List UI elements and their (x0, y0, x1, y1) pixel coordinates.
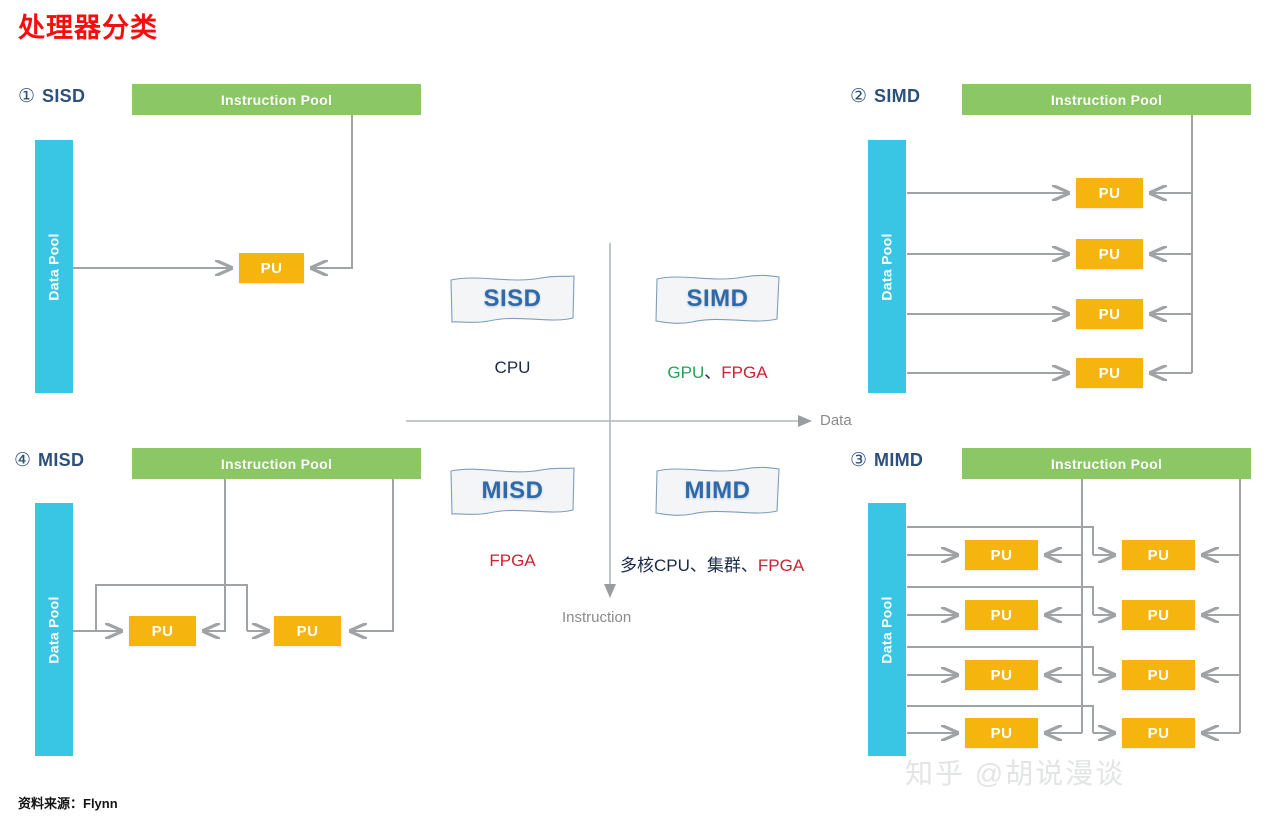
pu-box: PU (1076, 358, 1143, 388)
instruction-pool-mimd: Instruction Pool (962, 448, 1251, 479)
data-pool-label: Data Pool (879, 232, 896, 301)
pu-box: PU (965, 600, 1038, 630)
pu-box: PU (1122, 600, 1195, 630)
circled-number-icon: ③ (850, 449, 868, 471)
pu-box: PU (239, 253, 304, 283)
axis-label-data: Data (820, 412, 852, 429)
example-multicore-cpu: 多核CPU、集群、 (620, 556, 758, 575)
torn-paper-shape (655, 466, 780, 516)
pu-box: PU (1076, 299, 1143, 329)
center-card-label: MISD (481, 477, 544, 504)
pu-box: PU (1076, 178, 1143, 208)
circled-number-icon: ① (18, 85, 36, 107)
quadrant-label-misd: MISD (38, 450, 85, 470)
example-fpga: FPGA (489, 551, 536, 570)
data-pool-label: Data Pool (46, 232, 63, 301)
example-fpga: FPGA (721, 363, 768, 382)
pu-box: PU (1122, 718, 1195, 748)
circled-number-icon: ④ (14, 449, 32, 471)
center-card-mimd: MIMD (654, 464, 781, 518)
center-card-misd: MISD (449, 464, 576, 518)
quadrant-label-simd: SIMD (874, 86, 921, 106)
wires-simd (907, 115, 1193, 420)
pu-box: PU (274, 616, 341, 646)
data-pool-mimd: Data Pool (868, 503, 906, 756)
pu-box: PU (1122, 540, 1195, 570)
center-sub-simd: GPU、FPGA (654, 358, 781, 383)
circled-number-icon: ② (850, 85, 868, 107)
example-gpu: GPU (667, 363, 705, 382)
watermark: 知乎 @胡说漫谈 (905, 758, 1126, 789)
quadrant-heading-simd: ② SIMD (850, 86, 920, 107)
instruction-pool-simd: Instruction Pool (962, 84, 1251, 115)
quadrant-heading-sisd: ① SISD (18, 86, 85, 107)
data-pool-label: Data Pool (46, 595, 63, 664)
torn-paper-shape (655, 274, 780, 324)
data-pool-sisd: Data Pool (35, 140, 73, 393)
data-pool-misd: Data Pool (35, 503, 73, 756)
center-card-simd: SIMD (654, 272, 781, 326)
torn-paper-shape (450, 275, 575, 323)
quadrant-heading-misd: ④ MISD (14, 450, 84, 471)
center-card-label: SIMD (686, 285, 749, 312)
example-fpga: FPGA (757, 556, 805, 575)
pu-box: PU (965, 718, 1038, 748)
center-sub-sisd: CPU (449, 358, 576, 378)
source-note: 资料来源：Flynn (18, 796, 118, 811)
instruction-pool-misd: Instruction Pool (132, 448, 421, 479)
quadrant-label-sisd: SISD (42, 86, 86, 106)
page-title: 处理器分类 (18, 13, 158, 43)
quadrant-heading-mimd: ③ MIMD (850, 450, 923, 471)
pu-box: PU (1122, 660, 1195, 690)
example-separator: 、 (704, 363, 722, 382)
pu-box: PU (965, 660, 1038, 690)
center-sub-mimd: 多核CPU、集群、FPGA (620, 551, 840, 576)
example-cpu: CPU (494, 358, 531, 377)
pu-box: PU (965, 540, 1038, 570)
data-pool-simd: Data Pool (868, 140, 906, 393)
pu-box: PU (1076, 239, 1143, 269)
torn-paper-shape (450, 467, 575, 515)
center-sub-misd: FPGA (449, 551, 576, 571)
axis-label-instruction: Instruction (562, 609, 632, 626)
center-card-label: MIMD (684, 477, 751, 504)
center-card-sisd: SISD (449, 272, 576, 326)
quadrant-label-mimd: MIMD (874, 450, 924, 470)
center-card-label: SISD (483, 285, 542, 312)
data-pool-label: Data Pool (879, 595, 896, 664)
instruction-pool-sisd: Instruction Pool (132, 84, 421, 115)
pu-box: PU (129, 616, 196, 646)
